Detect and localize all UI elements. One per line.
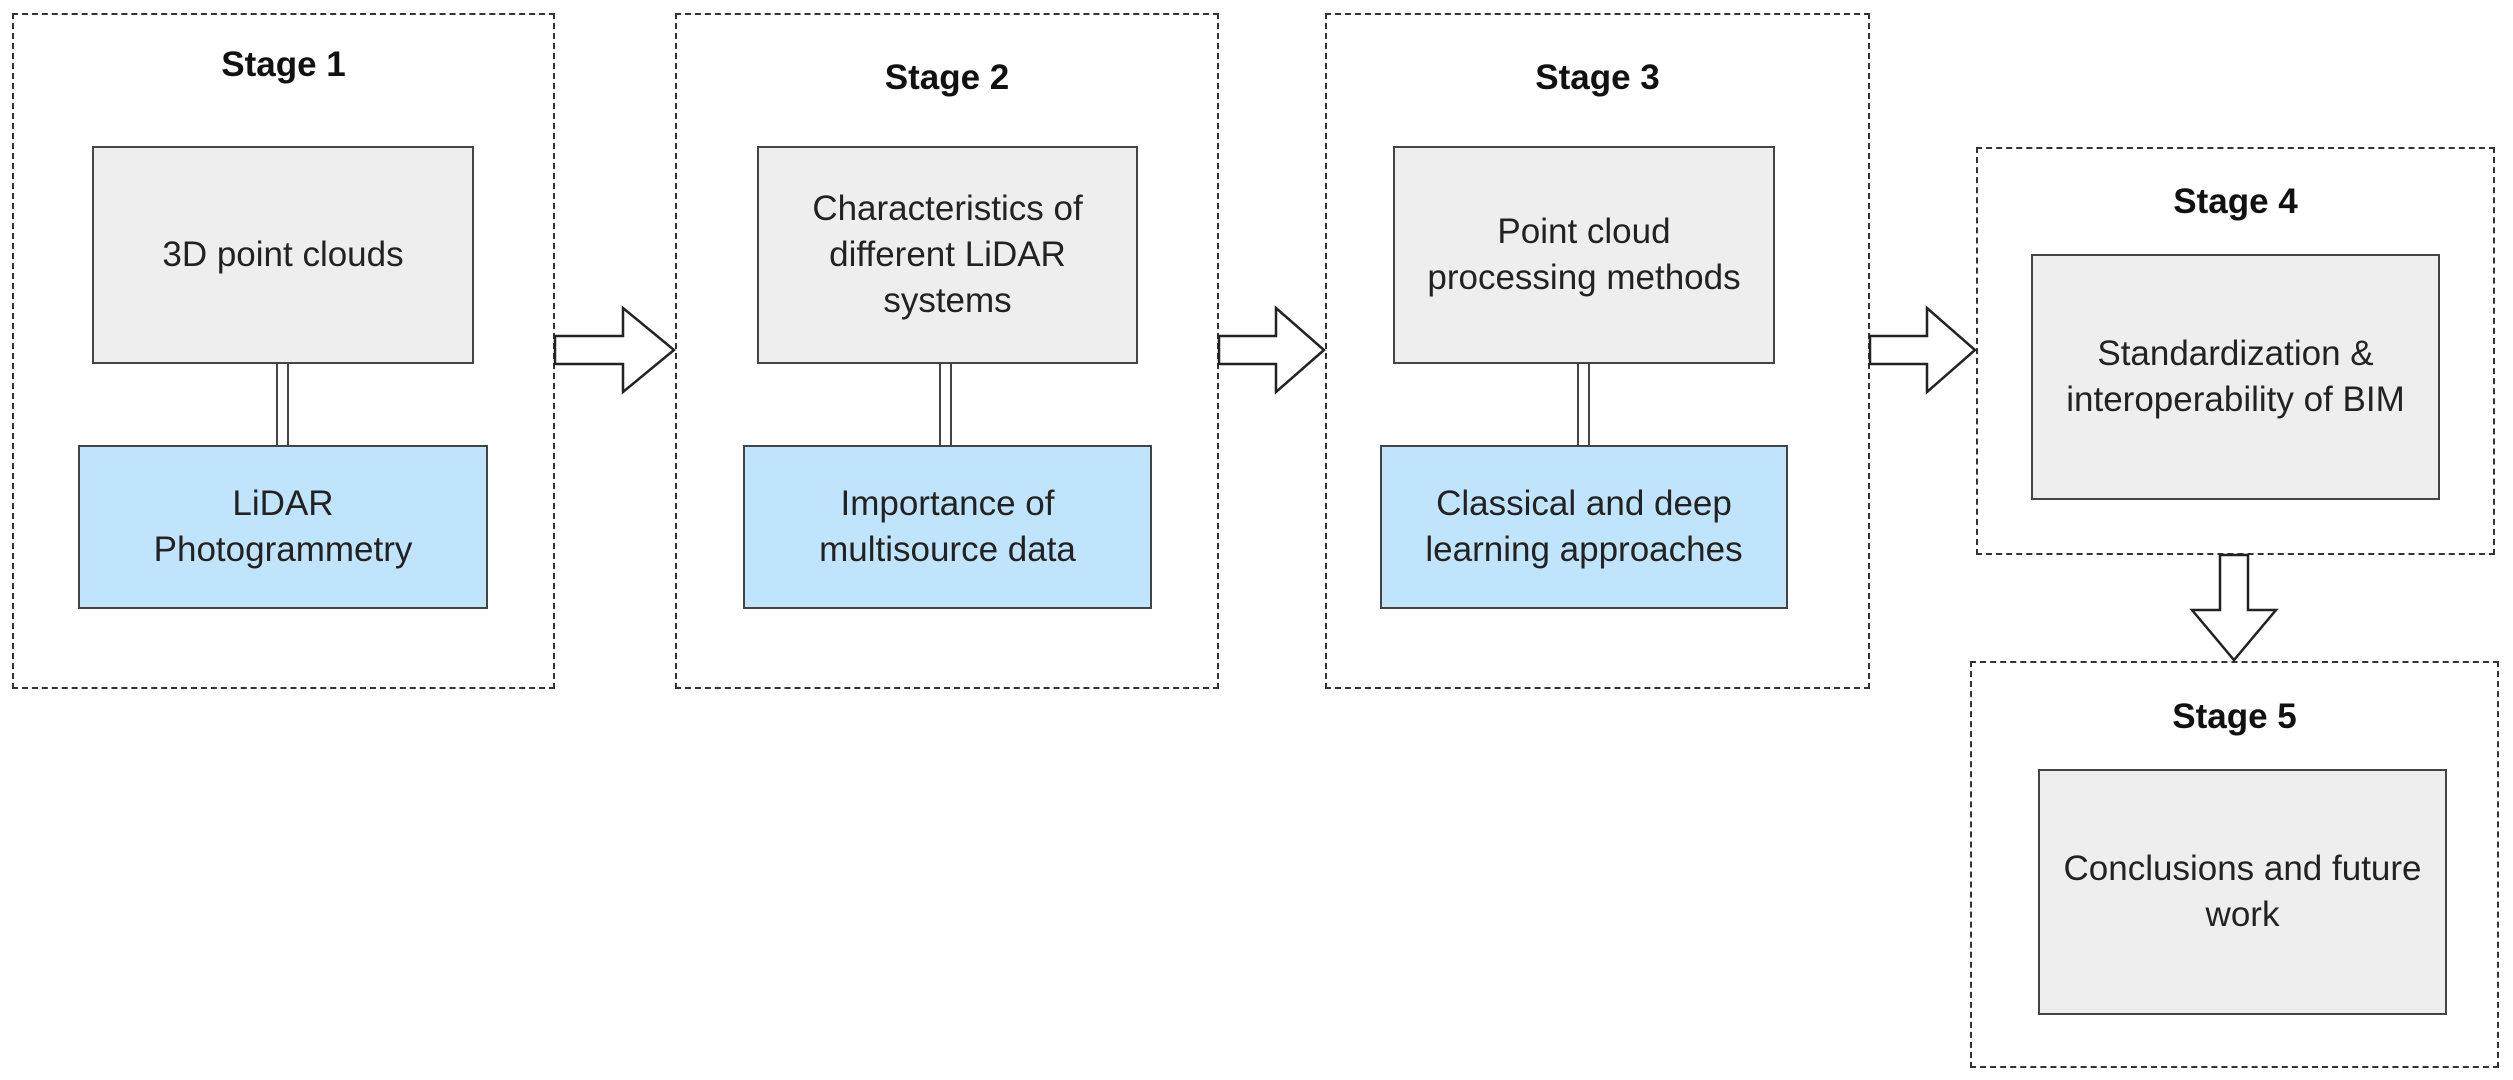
stage-3-top-box: Point cloud processing methods: [1393, 146, 1775, 364]
arrow-right-icon: [1217, 305, 1326, 395]
stage-1-top-box: 3D point clouds: [92, 146, 474, 364]
arrow-down-icon: [2189, 553, 2279, 662]
stage-4-title: Stage 4: [2173, 182, 2298, 221]
stage-1-connector: [276, 364, 289, 445]
stage-2-top-box: Characteristics of different LiDAR syste…: [757, 146, 1138, 364]
stage-3-connector: [1577, 364, 1590, 445]
stage-2-bottom-box: Importance of multisource data: [743, 445, 1152, 609]
stage-2-title: Stage 2: [884, 58, 1010, 97]
stage-1-title: Stage 1: [221, 45, 346, 84]
stage-5-container: Stage 5: [1970, 661, 2499, 1068]
stage-5-box: Conclusions and future work: [2038, 769, 2447, 1015]
arrow-right-icon: [1868, 305, 1977, 395]
stage-2-connector: [939, 364, 952, 445]
stage-3-bottom-box: Classical and deep learning approaches: [1380, 445, 1788, 609]
stage-3-title: Stage 3: [1535, 58, 1660, 97]
stage-1-bottom-box: LiDAR Photogrammetry: [78, 445, 488, 609]
arrow-right-icon: [553, 305, 676, 395]
stage-4-box: Standardization & interoperability of BI…: [2031, 254, 2440, 500]
stage-5-title: Stage 5: [2172, 697, 2297, 736]
